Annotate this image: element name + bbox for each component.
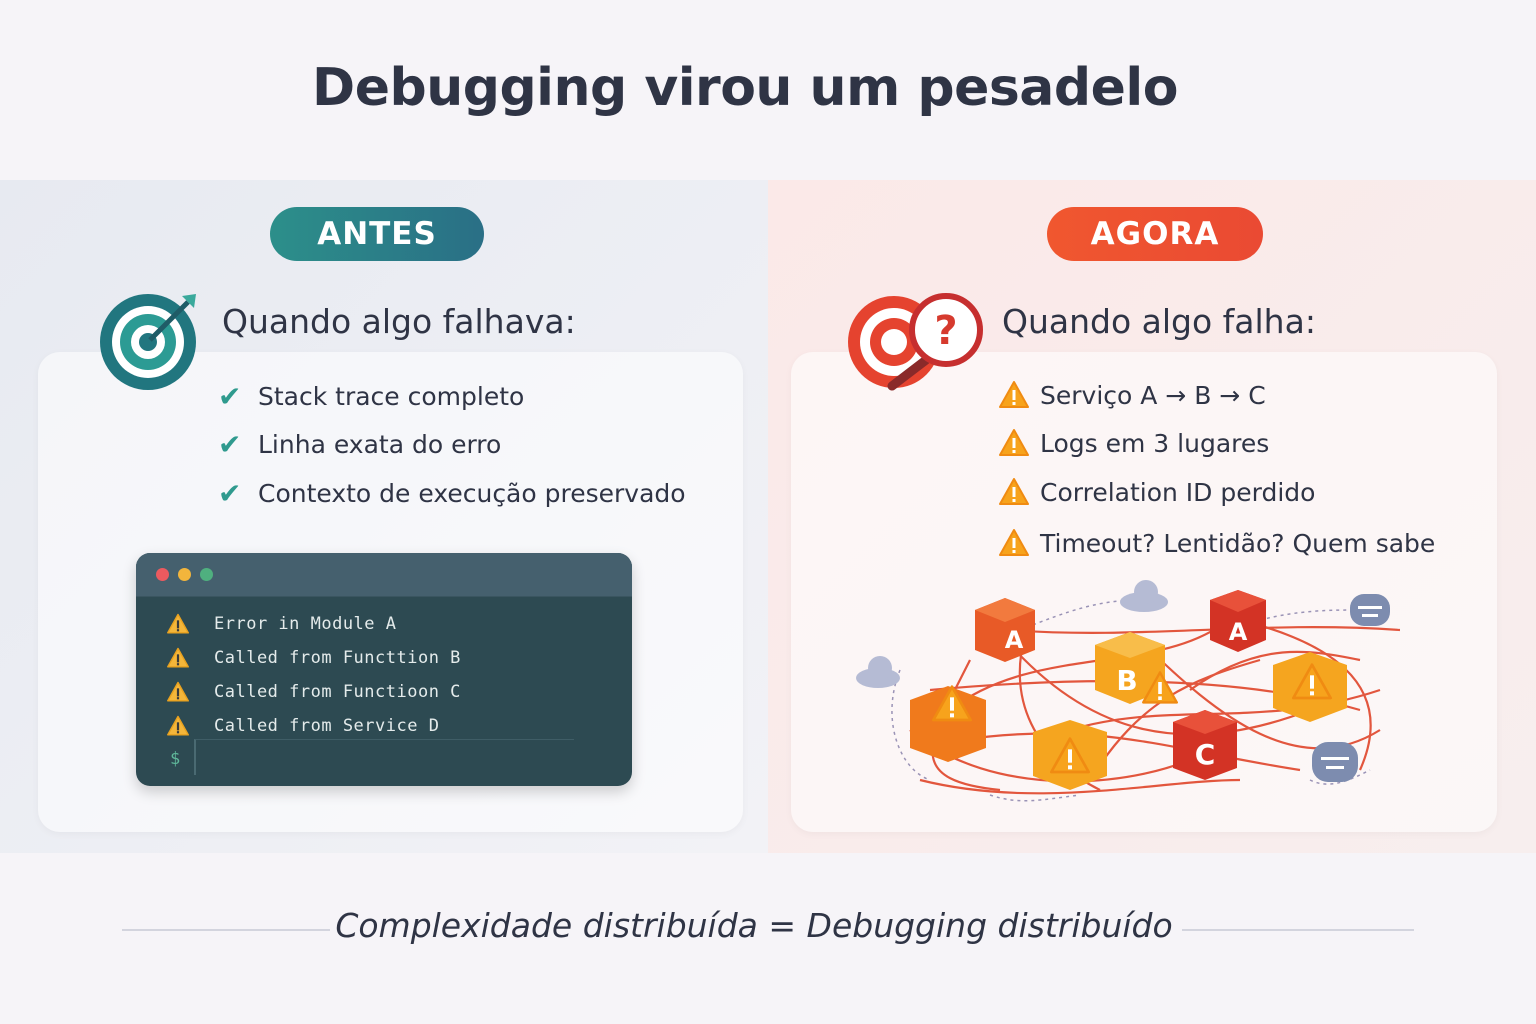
terminal-line: Error in Module A <box>166 613 397 635</box>
terminal-line: Called from Functtion B <box>166 647 461 669</box>
terminal-titlebar <box>136 553 632 597</box>
agora-badge: AGORA <box>1047 207 1263 261</box>
svg-text:A: A <box>1005 626 1024 654</box>
warning-icon <box>166 681 190 703</box>
item-text: Serviço A → B → C <box>1040 380 1266 410</box>
agora-heading: Quando algo falha: <box>1002 302 1316 341</box>
terminal-line: Called from Service D <box>166 715 439 737</box>
check-icon: ✔ <box>218 380 242 413</box>
database-icon <box>1312 742 1358 782</box>
terminal-line-text: Error in Module A <box>214 614 397 634</box>
item-text: Timeout? Lentidão? Quem sabe <box>1040 528 1436 558</box>
terminal-line: Called from Functioon C <box>166 681 461 703</box>
page-title: Debugging virou um pesadelo <box>312 58 1178 118</box>
svg-text:?: ? <box>934 308 957 354</box>
agora-item: Logs em 3 lugares <box>998 428 1269 458</box>
item-text: Linha exata do erro <box>258 430 502 459</box>
warning-icon <box>166 613 190 635</box>
warning-node <box>910 685 986 762</box>
terminal-line-text: Called from Functtion B <box>214 648 461 668</box>
warning-node <box>1033 720 1107 790</box>
terminal-input[interactable] <box>194 739 574 775</box>
item-text: Logs em 3 lugares <box>1040 428 1270 458</box>
antes-heading: Quando algo falhava: <box>222 302 576 341</box>
agora-item: Serviço A → B → C <box>998 380 1266 410</box>
antes-item: ✔ Contexto de execução preservado <box>218 477 686 510</box>
check-icon: ✔ <box>218 428 242 461</box>
divider-line <box>122 929 330 931</box>
warning-icon <box>166 715 190 737</box>
service-node-a: A <box>975 598 1035 662</box>
antes-item: ✔ Linha exata do erro <box>218 428 501 461</box>
warning-node <box>1273 652 1347 722</box>
antes-item: ✔ Stack trace completo <box>218 380 524 413</box>
warning-icon <box>998 428 1030 458</box>
cloud-icon <box>856 656 900 688</box>
item-text: Stack trace completo <box>258 382 525 411</box>
magnifier-question-icon: ? <box>848 293 983 391</box>
warning-icon <box>998 380 1030 410</box>
footer-caption: Complexidade distribuída = Debugging dis… <box>335 906 1173 945</box>
item-text: Contexto de execução preservado <box>258 479 686 508</box>
service-node-a2: A <box>1210 590 1266 652</box>
service-node-b: B <box>1095 632 1179 704</box>
warning-icon <box>166 647 190 669</box>
terminal-line-text: Called from Service D <box>214 716 440 736</box>
target-icon <box>100 294 196 390</box>
svg-text:C: C <box>1195 738 1216 771</box>
service-node-c: C <box>1173 710 1237 780</box>
terminal-line-text: Called from Functioon C <box>214 682 461 702</box>
terminal-prompt: $ <box>170 749 181 769</box>
terminal-window: Error in Module A Called from Functtion … <box>136 553 632 786</box>
warning-icon <box>998 477 1030 507</box>
divider-line <box>1182 929 1414 931</box>
svg-text:A: A <box>1229 618 1248 646</box>
cloud-icon <box>1120 580 1168 612</box>
database-icon <box>1350 594 1390 626</box>
minimize-dot-icon <box>178 568 191 581</box>
svg-text:B: B <box>1116 664 1137 697</box>
item-text: Correlation ID perdido <box>1040 477 1316 507</box>
close-dot-icon <box>156 568 169 581</box>
service-network-diagram: A B A C <box>856 580 1400 802</box>
check-icon: ✔ <box>218 477 242 510</box>
antes-badge: ANTES <box>270 207 484 261</box>
agora-item: Correlation ID perdido <box>998 477 1315 507</box>
warning-icon <box>998 528 1030 558</box>
agora-item: Timeout? Lentidão? Quem sabe <box>998 528 1435 558</box>
maximize-dot-icon <box>200 568 213 581</box>
